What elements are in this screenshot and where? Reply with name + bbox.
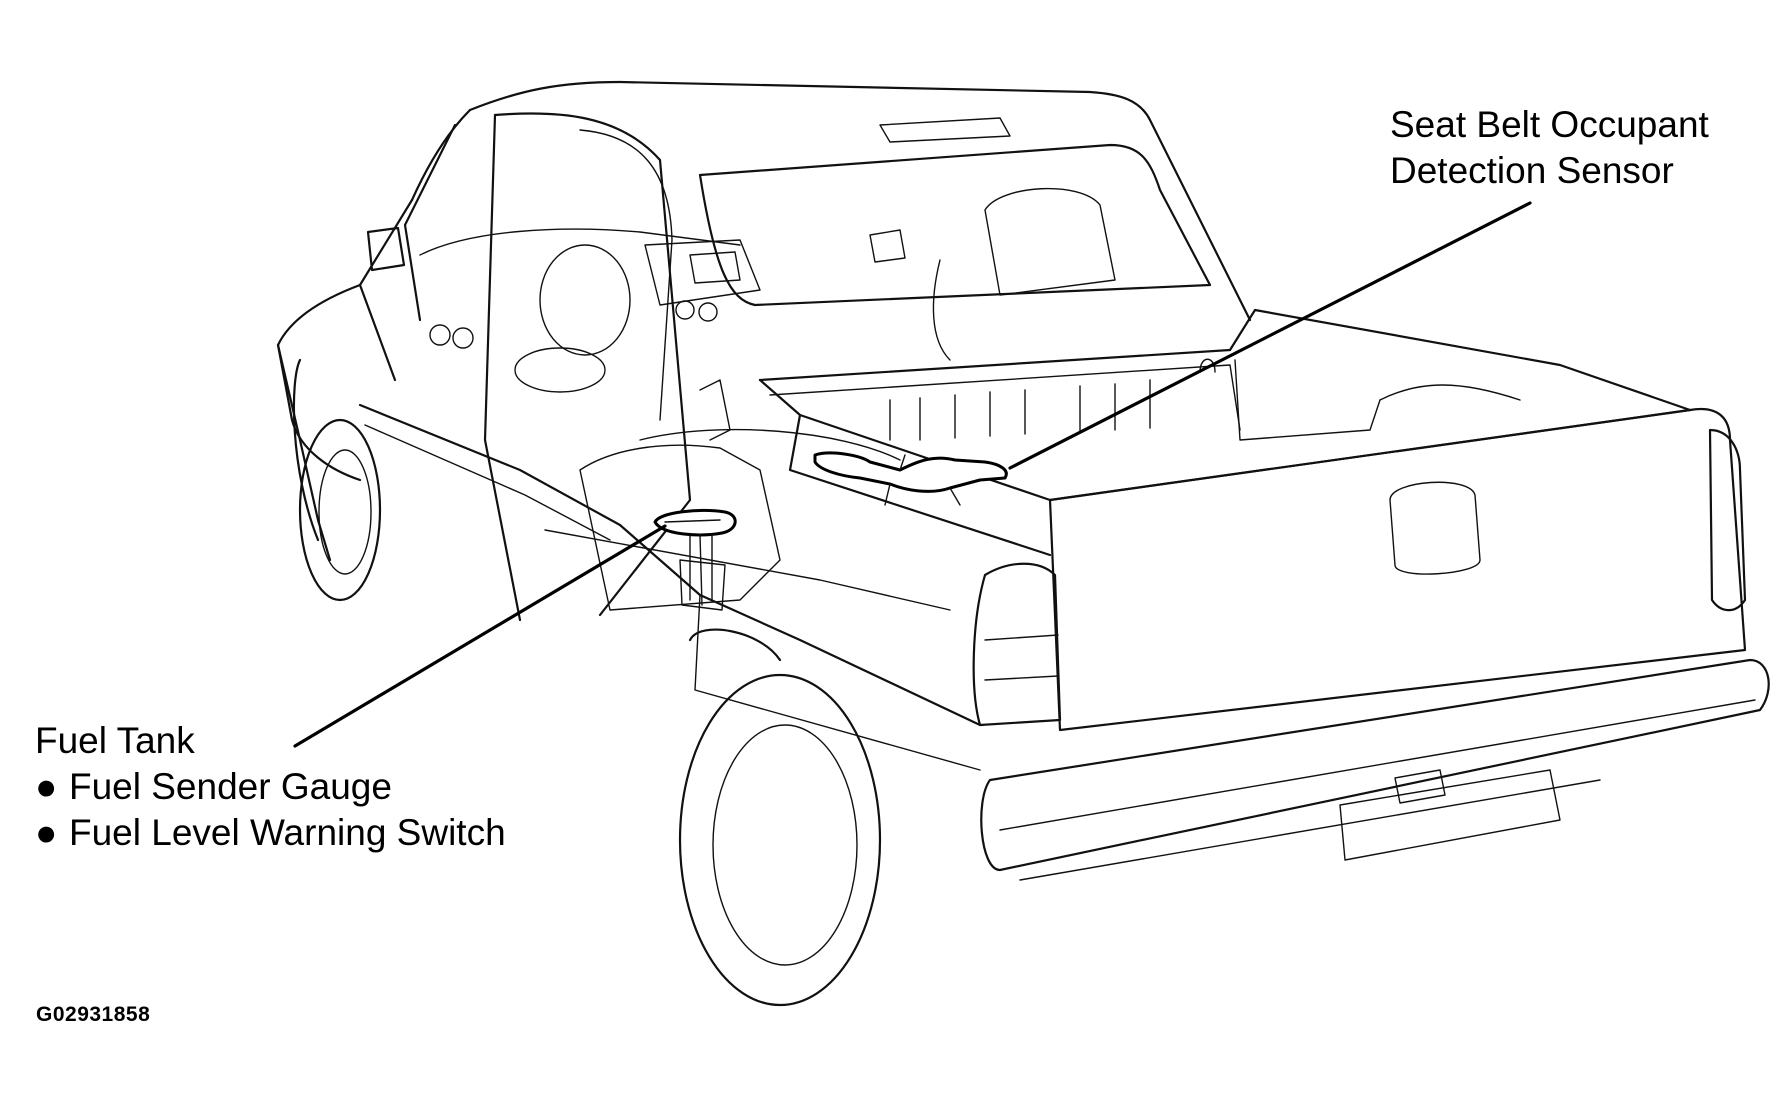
fuel-tank-item-2: ● Fuel Level Warning Switch (35, 810, 506, 856)
seat-belt-sensor-label: Seat Belt Occupant Detection Sensor (1390, 102, 1709, 194)
fuel-tank-item-1: ● Fuel Sender Gauge (35, 764, 506, 810)
truck-cab-outline (276, 80, 1252, 622)
fuel-tank-title: Fuel Tank (35, 720, 195, 761)
fuel-level-warning-switch-text: Fuel Level Warning Switch (69, 812, 506, 853)
fuel-tank-label: Fuel Tank ● Fuel Sender Gauge ● Fuel Level… (35, 718, 506, 856)
seat-belt-sensor-component (813, 451, 1008, 506)
bullet-icon: ● (35, 766, 58, 807)
seat-belt-sensor-label-line1: Seat Belt Occupant (1390, 104, 1709, 145)
chassis-outline (544, 428, 951, 611)
seat-belt-sensor-leader-line (1008, 201, 1532, 470)
fuel-tank-leader-line (293, 524, 667, 748)
seat-belt-sensor-label-line2: Detection Sensor (1390, 150, 1674, 191)
bullet-icon: ● (35, 812, 58, 853)
figure-id: G02931858 (36, 1003, 151, 1026)
fuel-tank-component (653, 508, 737, 611)
fuel-sender-gauge-text: Fuel Sender Gauge (69, 766, 392, 807)
truck-bed-outline (618, 308, 1770, 1007)
